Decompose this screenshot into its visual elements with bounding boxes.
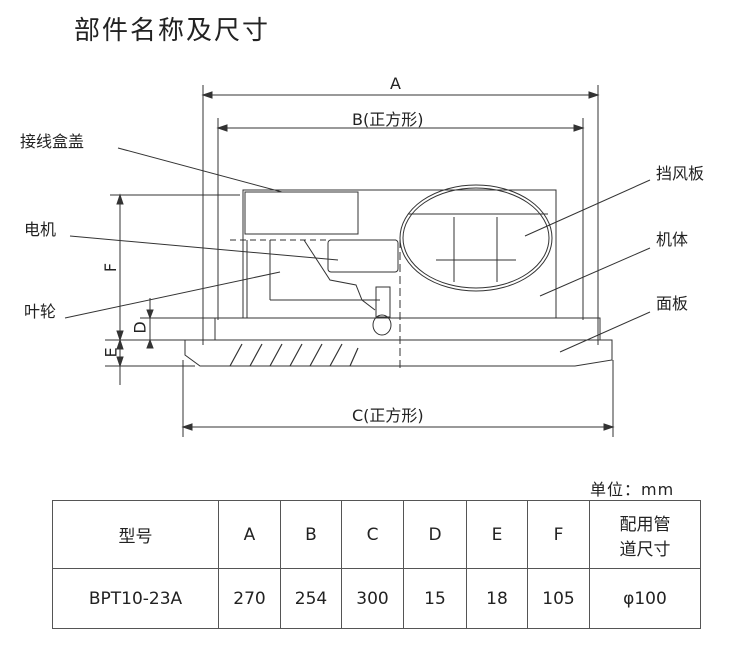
dim-e-label: E [101, 347, 121, 358]
header-model: 型号 [52, 500, 219, 569]
dimension-a [201, 85, 600, 345]
dimension-f [110, 193, 240, 342]
part-label-panel: 面板 [656, 294, 689, 313]
page-title: 部件名称及尺寸 [74, 16, 271, 46]
cell-f: 105 [527, 568, 590, 629]
cell-b: 254 [280, 568, 342, 629]
cell-d: 15 [403, 568, 467, 629]
cell-model: BPT10-23A [52, 568, 219, 629]
table-header-row: 型号 A B C D E F 配用管 道尺寸 [52, 500, 701, 569]
fan-body-drawing [184, 184, 613, 370]
cell-e: 18 [466, 568, 528, 629]
dimension-d [105, 298, 215, 349]
header-b: B [280, 500, 342, 569]
dim-c-label: C(正方形) [352, 406, 424, 425]
part-label-damper: 挡风板 [656, 164, 705, 183]
header-d: D [403, 500, 467, 569]
header-duct-size-line2: 道尺寸 [619, 539, 671, 560]
header-duct-size-line1: 配用管 [619, 514, 671, 535]
header-a: A [218, 500, 281, 569]
cell-a: 270 [218, 568, 281, 629]
header-e: E [466, 500, 528, 569]
leader-lines [64, 147, 651, 353]
cell-duct-size: φ100 [589, 568, 701, 629]
table-row: BPT10-23A 270 254 300 15 18 105 φ100 [52, 568, 701, 629]
header-c: C [341, 500, 404, 569]
dim-b-label: B(正方形) [352, 110, 424, 129]
dimension-b [216, 118, 585, 320]
dimension-e [105, 338, 195, 385]
header-duct-size: 配用管 道尺寸 [589, 500, 701, 569]
part-label-junction-box-cover: 接线盒盖 [20, 132, 85, 151]
cell-c: 300 [341, 568, 404, 629]
part-label-body: 机体 [656, 230, 689, 249]
spec-table: 型号 A B C D E F 配用管 道尺寸 BPT10-23A 270 254… [52, 500, 701, 629]
dimension-c [181, 360, 615, 437]
dim-d-label: D [130, 321, 150, 334]
dim-f-label: F [101, 262, 121, 273]
part-label-impeller: 叶轮 [24, 302, 57, 321]
part-label-motor: 电机 [24, 220, 57, 239]
dim-a-label: A [390, 74, 401, 93]
unit-label: 单位：mm [590, 480, 675, 499]
header-f: F [527, 500, 590, 569]
parts-diagram [64, 85, 651, 437]
